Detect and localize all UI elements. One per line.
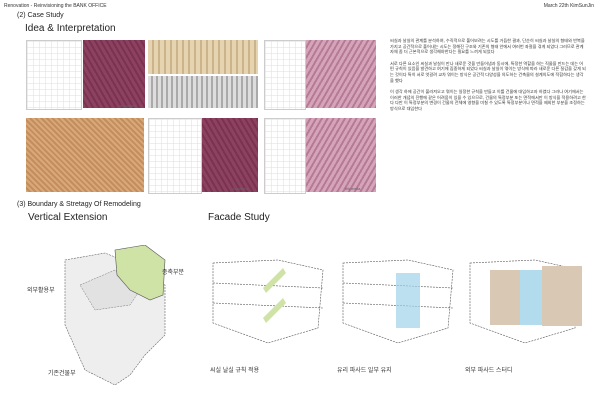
beige-cable-knit-image xyxy=(148,40,258,74)
label-exterior: 외부활용부 xyxy=(27,288,55,294)
knit-chart-image xyxy=(26,40,82,110)
knit-chart-image xyxy=(264,118,306,194)
document-date: March 22th KimSunJin xyxy=(543,3,594,9)
tan-knit-image xyxy=(26,118,144,192)
image-credit: doopedia xyxy=(232,186,249,191)
vertical-extension-diagram xyxy=(64,245,166,385)
paragraph: 씨실과 날실의 관계를 분석하여, 수직적으로 풀어보려는 시도를 거듭한 결과… xyxy=(390,38,585,55)
pink-knit-image xyxy=(306,118,376,192)
section-case-study: (2) Case Study xyxy=(17,12,64,19)
knit-chart-image xyxy=(264,40,306,110)
pink-knit-image xyxy=(83,40,145,108)
facade-diagram-exterior xyxy=(469,259,582,344)
facade-caption: 외부 파사드 스터디 xyxy=(465,368,513,374)
knit-chart-image xyxy=(148,118,202,194)
interpretation-text: 씨실과 날실의 관계를 분석하여, 수직적으로 풀어보려는 시도를 거듭한 결과… xyxy=(390,38,586,118)
pink-knit-image xyxy=(306,40,376,108)
paragraph: 서로 다른 요소인 씨실과 날실이 만나 새로운 것을 만들어냄과 동시에, 특… xyxy=(390,60,586,83)
label-extension: 증축부분 xyxy=(162,270,185,276)
label-existing: 기존건물부 xyxy=(48,371,76,377)
document-title: Renovation - Reinvisioning the BANK OFFI… xyxy=(4,3,107,9)
pink-knit-image xyxy=(202,118,258,192)
gray-cable-chart-image xyxy=(148,76,258,108)
vertical-extension-title: Vertical Extension xyxy=(28,212,108,223)
case-study-subtitle: Idea & Interpretation xyxy=(25,23,116,34)
facade-caption: 유리 파사드 일부 유지 xyxy=(337,368,392,374)
section-remodeling: (3) Boundary & Stretagy Of Remodeling xyxy=(17,201,141,208)
facade-study-title: Facade Study xyxy=(208,212,270,223)
paragraph: 이 생각 하에 공간이 불러져오고 엮이는 일정한 규칙을 만들고 이를 건물에… xyxy=(390,89,586,111)
facade-caption: 씨실 날실 규칙 적용 xyxy=(210,368,260,374)
facade-diagram-weave xyxy=(212,259,324,344)
image-credit: doopedia xyxy=(120,103,137,108)
image-credit: bitpenda xyxy=(345,186,361,191)
extension-volume xyxy=(114,245,166,301)
facade-diagram-glass xyxy=(342,259,454,344)
